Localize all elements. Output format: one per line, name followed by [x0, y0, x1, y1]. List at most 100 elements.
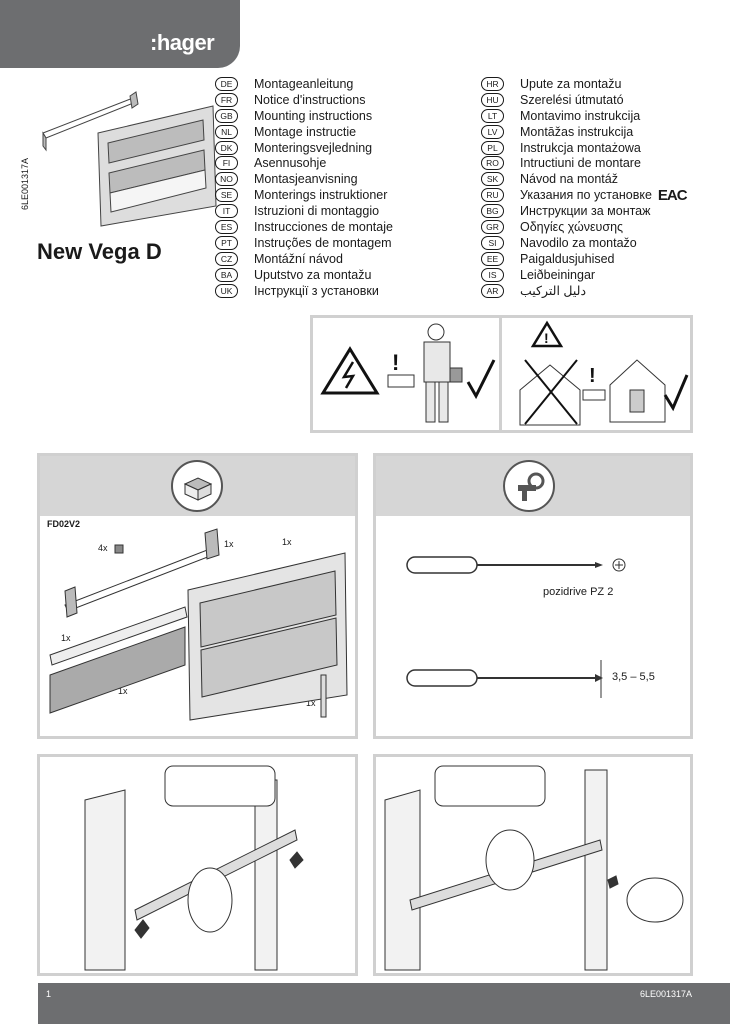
lang-badge: BA: [215, 267, 238, 282]
qty-strip: 1x: [61, 633, 71, 643]
lang-row-no: NO Montasjeanvisning: [215, 171, 393, 187]
lang-badge: PT: [215, 235, 238, 250]
lang-badge: GB: [215, 108, 238, 123]
safety-divider: [499, 318, 502, 430]
lang-row-hr: HR Upute za montažu: [481, 76, 687, 92]
lang-row-pl: PL Instrukcja montażowa: [481, 140, 687, 156]
lang-row-se: SE Monterings instruktioner: [215, 187, 393, 203]
lang-text: دليل التركيب: [520, 284, 587, 299]
lang-row-gr: GR Οδηγίες χώνευσης: [481, 219, 687, 235]
pz2-label: pozidrive PZ 2: [543, 586, 614, 598]
kit-ref-label: FD02V2: [47, 519, 81, 529]
lang-row-gb: GB Mounting instructions: [215, 108, 393, 124]
lang-badge: DE: [215, 76, 238, 91]
lang-text: Návod na montáž: [520, 172, 618, 187]
lang-row-si: SI Navodilo za montažo: [481, 235, 687, 251]
lang-badge: SI: [481, 235, 504, 250]
lang-text: Istruzioni di montaggio: [254, 204, 380, 219]
hager-logo: :hager: [150, 30, 215, 55]
svg-text:!: !: [392, 350, 399, 375]
lang-badge: DK: [215, 140, 238, 155]
step-2-illustration: [384, 765, 684, 971]
electrician-figure: !: [387, 323, 496, 423]
box-icon: [171, 460, 223, 512]
lang-text: Montāžas instrukcija: [520, 124, 634, 139]
svg-text:!: !: [589, 365, 596, 387]
flat-blade-size-label: 3,5 – 5,5: [612, 671, 655, 683]
lang-text: Upute za montažu: [520, 76, 622, 91]
lang-row-it: IT Istruzioni di montaggio: [215, 203, 393, 219]
lang-badge: NO: [215, 172, 238, 187]
lang-text: Intructiuni de montare: [520, 156, 641, 171]
lang-badge: HU: [481, 92, 504, 107]
lang-text: Navodilo za montažo: [520, 235, 637, 250]
lang-text: Leiðbeiningar: [520, 267, 596, 282]
lang-badge: EE: [481, 251, 504, 266]
lang-row-sk: SK Návod na montáž: [481, 171, 687, 187]
lang-row-ar: AR دليل التركيب: [481, 283, 687, 299]
eac-mark: EAC: [657, 186, 688, 204]
lang-row-is: IS Leiðbeiningar: [481, 267, 687, 283]
lang-badge: RU: [481, 188, 504, 203]
lang-row-ee: EE Paigaldusjuhised: [481, 251, 687, 267]
footer-bar: 1 6LE001317A: [38, 983, 730, 1024]
lang-text: Montasjeanvisning: [254, 172, 358, 187]
lang-text: Monteringsvejledning: [254, 140, 373, 155]
lang-badge: PL: [481, 140, 504, 155]
lang-text: Указания по установке: [520, 188, 652, 203]
qty-key: 1x: [306, 698, 316, 708]
svg-text:!: !: [544, 330, 549, 346]
lang-text: Notice d'instructions: [254, 92, 366, 107]
lang-badge: GR: [481, 219, 504, 234]
lang-badge: ES: [215, 219, 238, 234]
lang-row-fr: FR Notice d'instructions: [215, 92, 393, 108]
product-title: New Vega D: [37, 239, 162, 264]
lang-badge: AR: [481, 283, 504, 298]
lang-badge: FR: [215, 92, 238, 107]
lang-text: Monterings instruktioner: [254, 188, 388, 203]
lang-row-uk: UK Інструкції з установки: [215, 283, 393, 299]
lang-badge: LV: [481, 124, 504, 139]
kit-parts-drawing: [49, 528, 348, 721]
lang-row-lv: LV Montāžas instrukcija: [481, 124, 687, 140]
lang-text: Paigaldusjuhised: [520, 251, 615, 266]
lang-badge: BG: [481, 204, 504, 219]
lang-badge: IT: [215, 204, 238, 219]
lang-text: Montageanleitung: [254, 76, 354, 91]
lang-text: Instrukcja montażowa: [520, 140, 641, 155]
lang-badge: LT: [481, 108, 504, 123]
lang-text: Mounting instructions: [254, 108, 373, 123]
lang-text: Οδηγίες χώνευσης: [520, 219, 624, 234]
lang-badge: IS: [481, 267, 504, 282]
lang-badge: HR: [481, 76, 504, 91]
house-warning-figure: ! !: [519, 320, 689, 426]
lang-badge: SE: [215, 188, 238, 203]
lang-row-dk: DK Monteringsvejledning: [215, 140, 393, 156]
lang-text: Інструкції з установки: [254, 283, 379, 298]
page-number: 1: [46, 989, 52, 999]
step-1-illustration: [84, 765, 304, 971]
lang-badge: FI: [215, 156, 238, 171]
lang-badge: NL: [215, 124, 238, 139]
qty-screws: 4x: [98, 543, 108, 553]
lang-badge: SK: [481, 172, 504, 187]
step-1-panel: [37, 754, 358, 976]
lang-badge: RO: [481, 156, 504, 171]
lang-text: Montážní návod: [254, 251, 343, 266]
doc-code-vertical: 6LE001317A: [20, 157, 30, 210]
languages-list-left: DE Montageanleitung FR Notice d'instructio…: [215, 76, 393, 298]
lang-badge: UK: [215, 283, 238, 298]
lang-row-de: DE Montageanleitung: [215, 76, 393, 92]
warning-electric-icon: [320, 346, 380, 395]
lang-row-ro: RO Intructiuni de montare: [481, 155, 687, 171]
tools-panel: [373, 453, 693, 739]
